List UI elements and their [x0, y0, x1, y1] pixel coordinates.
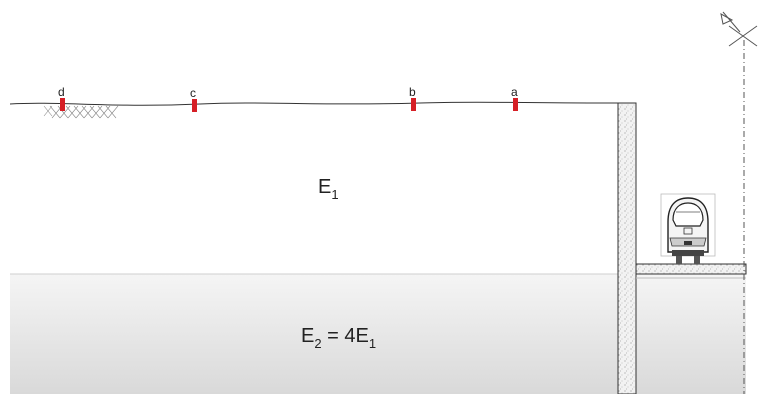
- marker-d-label: d: [58, 85, 65, 99]
- upper-layer-subscript: 1: [331, 187, 338, 202]
- marker-c-label: c: [190, 86, 196, 100]
- marker-a-label: a: [511, 85, 518, 99]
- marker-c-post: [192, 99, 197, 112]
- upper-layer-symbol: E: [318, 176, 331, 198]
- marker-d-post: [60, 98, 65, 111]
- marker-a-post: [513, 98, 518, 111]
- ground-surface-line: [9, 101, 621, 106]
- lower-layer-subscript-2: 1: [369, 336, 376, 351]
- lower-layer-subscript: 2: [314, 336, 321, 351]
- retaining-wall: [617, 102, 637, 394]
- marker-c: c: [190, 86, 197, 112]
- upper-layer-label: E1: [318, 176, 339, 202]
- marker-b-post: [411, 98, 416, 111]
- marker-d: d: [58, 85, 65, 111]
- survey-target-icon: [720, 11, 758, 47]
- marker-a: a: [511, 85, 518, 111]
- base-slab: [635, 263, 747, 275]
- marker-b-label: b: [409, 85, 416, 99]
- lower-layer-equation: = 4E: [322, 325, 369, 347]
- lower-layer-label: E2 = 4E1: [301, 325, 376, 351]
- lower-layer-symbol: E: [301, 325, 314, 347]
- marker-b: b: [409, 85, 416, 111]
- train-front-icon: [660, 193, 716, 264]
- ground-hatch-icon: [43, 105, 119, 119]
